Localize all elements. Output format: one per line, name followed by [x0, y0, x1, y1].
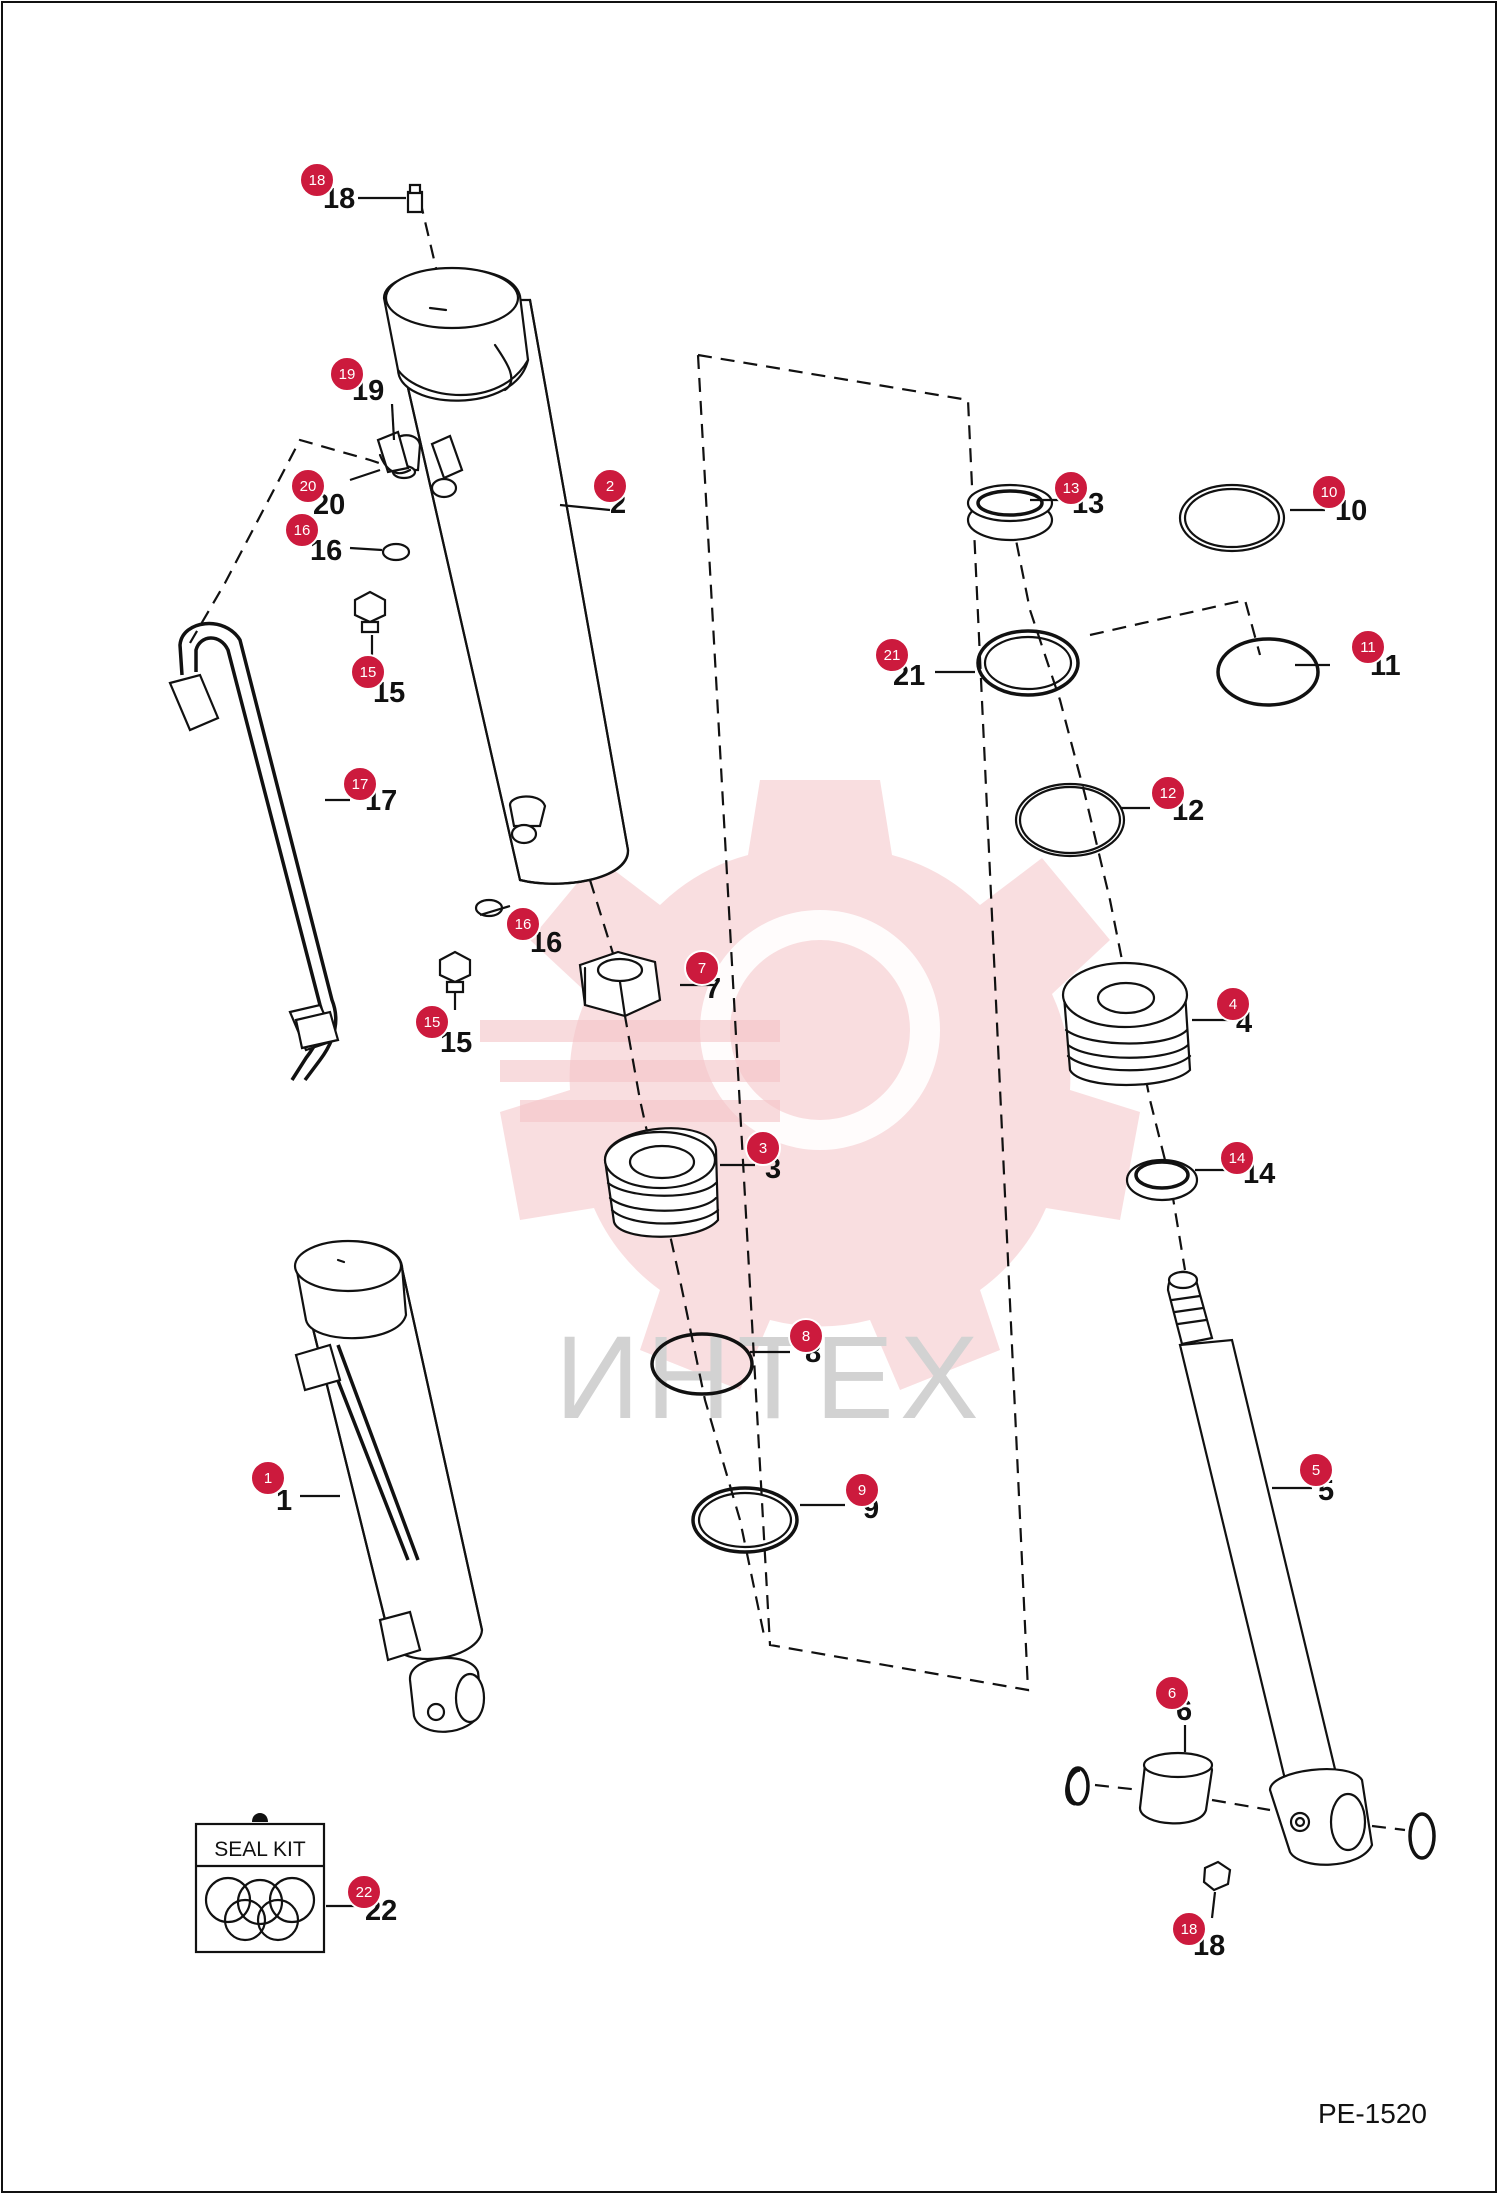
- snap-ring-right: [1408, 1812, 1436, 1860]
- svg-text:16: 16: [294, 522, 311, 539]
- svg-text:12: 12: [1160, 785, 1177, 802]
- badge-11: 11: [1350, 629, 1386, 665]
- piston-part: [603, 1127, 720, 1238]
- wiper-13: [966, 483, 1054, 542]
- svg-text:10: 10: [1321, 484, 1338, 501]
- svg-text:22: 22: [356, 1884, 373, 1901]
- clamp-20: [378, 453, 412, 475]
- grease-fitting-lower: [1202, 1860, 1232, 1892]
- badge-16-lower: 16: [505, 906, 541, 942]
- svg-text:3: 3: [759, 1140, 767, 1157]
- badge-20: 20: [290, 468, 326, 504]
- badge-5: 5: [1298, 1452, 1334, 1488]
- badge-18-upper: 18: [299, 162, 335, 198]
- plug-upper: [353, 590, 387, 634]
- badge-17: 17: [342, 766, 378, 802]
- svg-text:14: 14: [1229, 1150, 1246, 1167]
- badge-4: 4: [1215, 986, 1251, 1022]
- plug-lower: [438, 950, 472, 994]
- svg-text:18: 18: [309, 172, 326, 189]
- nut-part: [578, 950, 662, 1018]
- badge-6: 6: [1154, 1675, 1190, 1711]
- svg-text:17: 17: [352, 776, 369, 793]
- elbow-19: [376, 430, 410, 474]
- o-ring-upper: [381, 542, 411, 562]
- badge-14: 14: [1219, 1140, 1255, 1176]
- ring-14: [1125, 1158, 1199, 1202]
- ring-8: [650, 1332, 754, 1396]
- svg-text:13: 13: [1063, 480, 1080, 497]
- rod-part: [1166, 1270, 1374, 1866]
- svg-text:21: 21: [884, 647, 901, 664]
- ring-9: [691, 1486, 799, 1554]
- watermark-text: ИНТЕХ: [555, 1312, 985, 1444]
- barrel-port-lower: [508, 795, 547, 845]
- svg-text:11: 11: [1360, 639, 1376, 656]
- badge-22: 22: [346, 1874, 382, 1910]
- svg-text:4: 4: [1229, 996, 1237, 1013]
- svg-text:16: 16: [515, 916, 532, 933]
- svg-text:18: 18: [1181, 1921, 1198, 1938]
- ring-10: [1178, 483, 1286, 553]
- badge-2: 2: [592, 468, 628, 504]
- badge-15-upper: 15: [350, 654, 386, 690]
- label-1: 1: [276, 1485, 292, 1517]
- badge-21: 21: [874, 637, 910, 673]
- bushing-part: [1138, 1751, 1214, 1825]
- badge-15-lower: 15: [414, 1004, 450, 1040]
- badge-13: 13: [1053, 470, 1089, 506]
- badge-10: 10: [1311, 474, 1347, 510]
- badge-7: 7: [684, 950, 720, 986]
- ring-12: [1014, 782, 1126, 858]
- badge-12: 12: [1150, 775, 1186, 811]
- svg-text:2: 2: [606, 478, 614, 495]
- hydraulic-tube: [168, 622, 340, 1082]
- ring-11: [1216, 637, 1320, 707]
- seal-group-outline: [696, 353, 1030, 1692]
- badge-8: 8: [788, 1318, 824, 1354]
- badge-9: 9: [844, 1472, 880, 1508]
- svg-text:7: 7: [698, 960, 706, 977]
- badge-1: 1: [250, 1460, 286, 1496]
- seal-kit-box: SEAL KIT: [194, 1813, 326, 1954]
- grease-fitting-upper: [406, 183, 424, 214]
- badge-19: 19: [329, 356, 365, 392]
- part-badges: 18 19 2 20 16 15 17 16 15 7 3 8 9 13 10 …: [250, 162, 1386, 1947]
- svg-text:1: 1: [264, 1470, 272, 1487]
- tube-dashed-guide: [189, 438, 401, 644]
- cylinder-assembly: [293, 1239, 486, 1733]
- svg-text:6: 6: [1168, 1685, 1176, 1702]
- ring-21: [976, 629, 1080, 697]
- badge-16-upper: 16: [284, 512, 320, 548]
- svg-text:15: 15: [360, 664, 377, 681]
- o-ring-lower: [474, 898, 504, 918]
- svg-text:5: 5: [1312, 1462, 1320, 1479]
- badge-18-lower: 18: [1171, 1911, 1207, 1947]
- gland-part: [1061, 961, 1192, 1087]
- svg-text:15: 15: [424, 1014, 441, 1031]
- badge-3: 3: [745, 1130, 781, 1166]
- seal-kit-label: SEAL KIT: [214, 1838, 306, 1861]
- svg-text:20: 20: [300, 478, 317, 495]
- diagram-code: PE-1520: [1318, 2098, 1427, 2129]
- svg-text:9: 9: [858, 1482, 866, 1499]
- svg-text:19: 19: [339, 366, 356, 383]
- svg-text:8: 8: [802, 1328, 810, 1345]
